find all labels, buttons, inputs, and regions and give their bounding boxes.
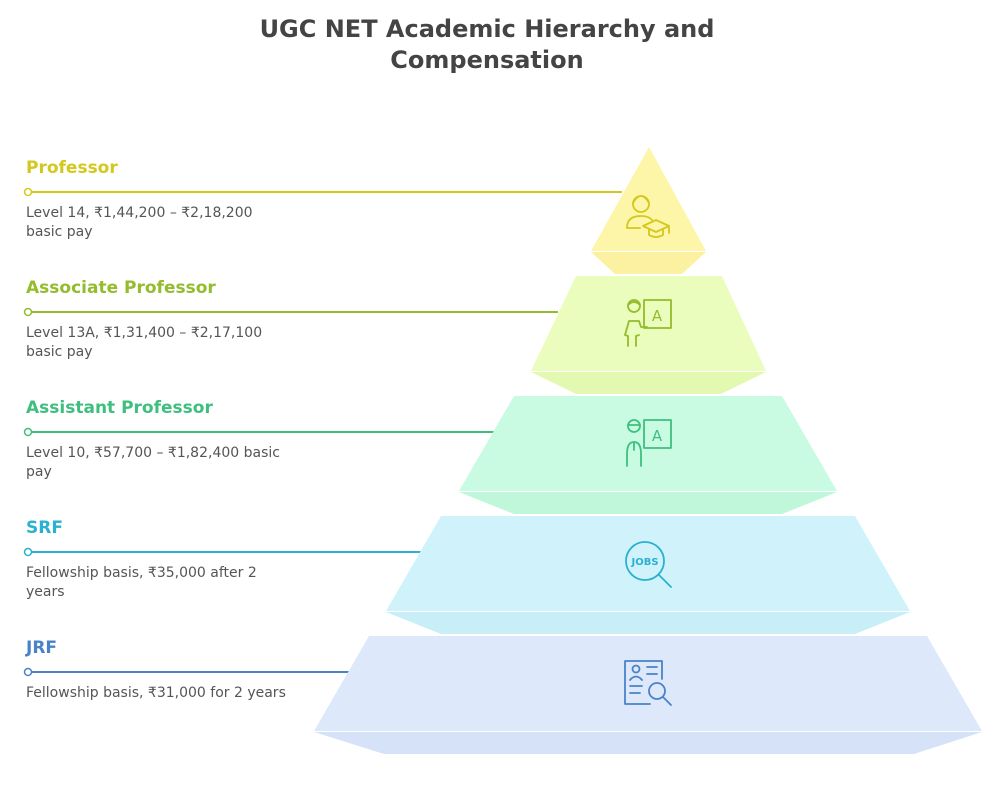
- diagram-title: UGC NET Academic Hierarchy and Compensat…: [0, 14, 974, 76]
- tier-srf: [386, 516, 910, 634]
- board-letter-assistant: A: [652, 427, 663, 445]
- desc-associate-professor: Level 13A, ₹1,31,400 – ₹2,17,100 basic p…: [26, 325, 263, 360]
- connector-associate-professor: [23, 307, 558, 317]
- connector-srf: [23, 547, 422, 557]
- title-line-1: UGC NET Academic Hierarchy and: [259, 15, 715, 43]
- title-line-2: Compensation: [390, 46, 584, 74]
- jobs-search-icon: [625, 541, 672, 588]
- tier-professor: [591, 147, 706, 274]
- board-letter-associate: A: [652, 307, 663, 325]
- teacher-board-icon: [626, 419, 672, 467]
- connector-jrf: [23, 667, 350, 677]
- label-srf: SRF: [26, 518, 63, 538]
- label-jrf: JRF: [26, 638, 58, 658]
- professor-graduate-icon: [626, 195, 670, 238]
- desc-jrf: Fellowship basis, ₹31,000 for 2 years: [26, 685, 286, 701]
- jobs-icon-text: JOBS: [630, 557, 658, 568]
- tier-assistant-professor: [459, 396, 837, 514]
- tier-associate-professor: [531, 276, 766, 394]
- desc-srf: Fellowship basis, ₹35,000 after 2 years: [26, 565, 257, 600]
- desc-assistant-professor: Level 10, ₹57,700 – ₹1,82,400 basic pay: [26, 445, 280, 480]
- teacher-board-icon: [624, 299, 672, 347]
- label-associate-professor: Associate Professor: [26, 278, 216, 298]
- profile-search-icon: [624, 660, 672, 706]
- connector-assistant-professor: [23, 427, 494, 437]
- desc-professor: Level 14, ₹1,44,200 – ₹2,18,200 basic pa…: [26, 205, 253, 240]
- label-professor: Professor: [26, 158, 118, 178]
- tier-jrf: [314, 636, 982, 754]
- connector-professor: [23, 187, 622, 197]
- label-assistant-professor: Assistant Professor: [26, 398, 213, 418]
